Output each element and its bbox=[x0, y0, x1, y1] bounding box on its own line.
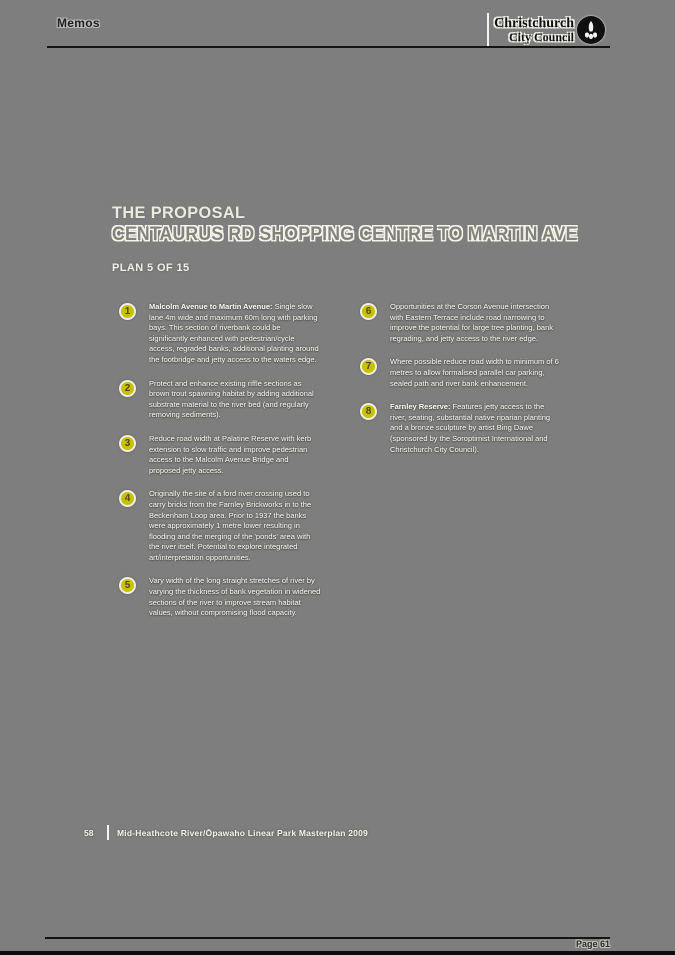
item-text: Originally the site of a ford river cros… bbox=[149, 489, 321, 563]
item-number-badge: 8 bbox=[360, 403, 377, 421]
header-rule bbox=[47, 46, 610, 48]
item-text: Reduce road width at Palatine Reserve wi… bbox=[149, 434, 321, 476]
item-number-badge: 2 bbox=[119, 379, 136, 397]
item-text: Malcolm Avenue to Martin Avenue: Single … bbox=[149, 302, 321, 366]
list-item: 5 Vary width of the long straight stretc… bbox=[119, 576, 321, 618]
item-body: Reduce road width at Palatine Reserve wi… bbox=[149, 433, 312, 475]
item-body: Vary width of the long straight stretche… bbox=[149, 576, 321, 618]
item-body: Protect and enhance existing riffle sect… bbox=[149, 378, 314, 420]
item-text: Opportunities at the Corson Avenue inter… bbox=[390, 302, 562, 344]
item-number-badge: 4 bbox=[119, 490, 136, 508]
item-text: Farnley Reserve: Features jetty access t… bbox=[390, 402, 562, 455]
list-item: 3 Reduce road width at Palatine Reserve … bbox=[119, 434, 321, 476]
page-label: Page 61 bbox=[575, 939, 610, 949]
section-title: CENTAURUS RD SHOPPING CENTRE TO MARTIN A… bbox=[112, 224, 578, 245]
item-number-badge: 6 bbox=[360, 303, 377, 320]
council-logo: Christchurch City Council bbox=[494, 13, 606, 47]
item-body: Single slow lane 4m wide and maximum 60m… bbox=[149, 302, 319, 364]
item-body: Originally the site of a ford river cros… bbox=[149, 489, 312, 562]
items-column-right: 6 Opportunities at the Corson Avenue int… bbox=[360, 302, 566, 468]
council-logo-line2: City Council bbox=[508, 30, 574, 45]
item-body: Where possible reduce road width to mini… bbox=[390, 357, 559, 388]
list-item: 6 Opportunities at the Corson Avenue int… bbox=[360, 302, 566, 344]
footer-page-number: 58 bbox=[84, 828, 94, 838]
item-number-badge: 5 bbox=[119, 577, 136, 595]
item-text: Protect and enhance existing riffle sect… bbox=[149, 379, 321, 421]
bottom-rule bbox=[45, 937, 610, 939]
plan-label: PLAN 5 OF 15 bbox=[112, 262, 190, 274]
item-lead: Farnley Reserve: bbox=[390, 402, 451, 412]
proposal-title: THE PROPOSAL bbox=[112, 203, 246, 222]
item-number-badge: 7 bbox=[360, 358, 377, 376]
list-item: 4 Originally the site of a ford river cr… bbox=[119, 489, 321, 563]
council-logo-icon bbox=[577, 16, 605, 44]
council-logo-text: Christchurch City Council bbox=[494, 15, 574, 45]
list-item: 8 Farnley Reserve: Features jetty access… bbox=[360, 402, 566, 455]
item-text: Vary width of the long straight stretche… bbox=[149, 576, 321, 618]
footer-divider bbox=[107, 825, 109, 840]
bottom-edge-strip bbox=[0, 951, 675, 955]
memos-heading: Memos bbox=[57, 16, 100, 30]
council-logo-line1: Christchurch bbox=[494, 15, 574, 31]
list-item: 2 Protect and enhance existing riffle se… bbox=[119, 379, 321, 421]
footer-document-title: Mid-Heathcote River/Ōpawaho Linear Park … bbox=[117, 828, 368, 838]
item-text: Where possible reduce road width to mini… bbox=[390, 357, 562, 389]
item-lead: Malcolm Avenue to Martin Avenue: bbox=[149, 302, 273, 311]
list-item: 7 Where possible reduce road width to mi… bbox=[360, 357, 566, 389]
logo-divider bbox=[487, 13, 489, 46]
item-number-badge: 1 bbox=[119, 303, 136, 320]
item-body: Features jetty access to the river, seat… bbox=[390, 402, 551, 454]
items-column-left: 1 Malcolm Avenue to Martin Avenue: Singl… bbox=[119, 302, 321, 632]
list-item: 1 Malcolm Avenue to Martin Avenue: Singl… bbox=[119, 302, 321, 366]
item-number-badge: 3 bbox=[119, 434, 136, 452]
item-body: Opportunities at the Corson Avenue inter… bbox=[390, 302, 554, 343]
